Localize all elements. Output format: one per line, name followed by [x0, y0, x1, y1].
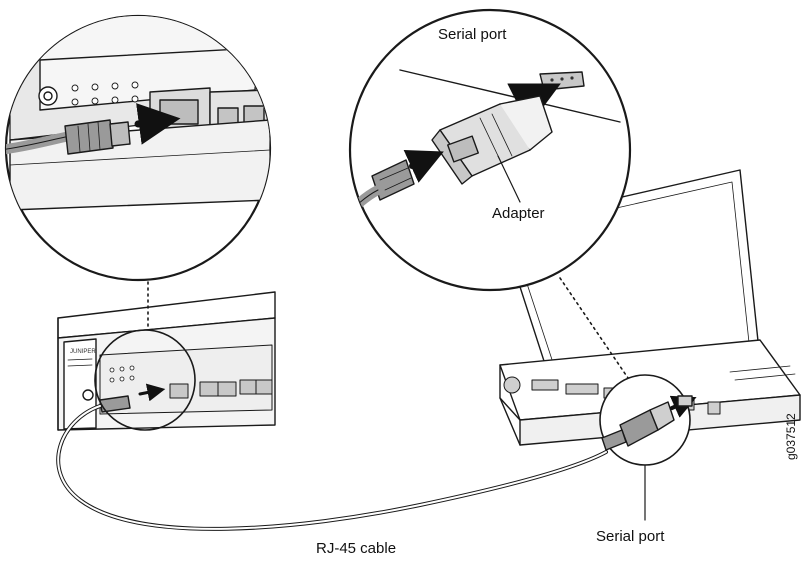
label-serial-port-top: Serial port [438, 26, 507, 43]
svg-text:JUNIPER: JUNIPER [70, 349, 96, 355]
router-zoom-circle [94, 329, 196, 431]
router-device: JUNIPER [57, 291, 276, 431]
db9-adapter [431, 95, 553, 185]
label-serial-port-bottom: Serial port [596, 528, 665, 545]
router-ports [169, 379, 273, 399]
label-figure-id: g037512 [784, 413, 798, 460]
router-leds [109, 365, 135, 383]
laptop-adapter-small [601, 395, 697, 451]
label-rj45-cable: RJ-45 cable [316, 540, 397, 557]
label-adapter: Adapter [492, 205, 545, 222]
router-console-closeup [4, 14, 272, 282]
adapter-closeup [348, 8, 632, 292]
laptop-leader-line [559, 277, 629, 379]
rj45-cable [56, 404, 608, 531]
